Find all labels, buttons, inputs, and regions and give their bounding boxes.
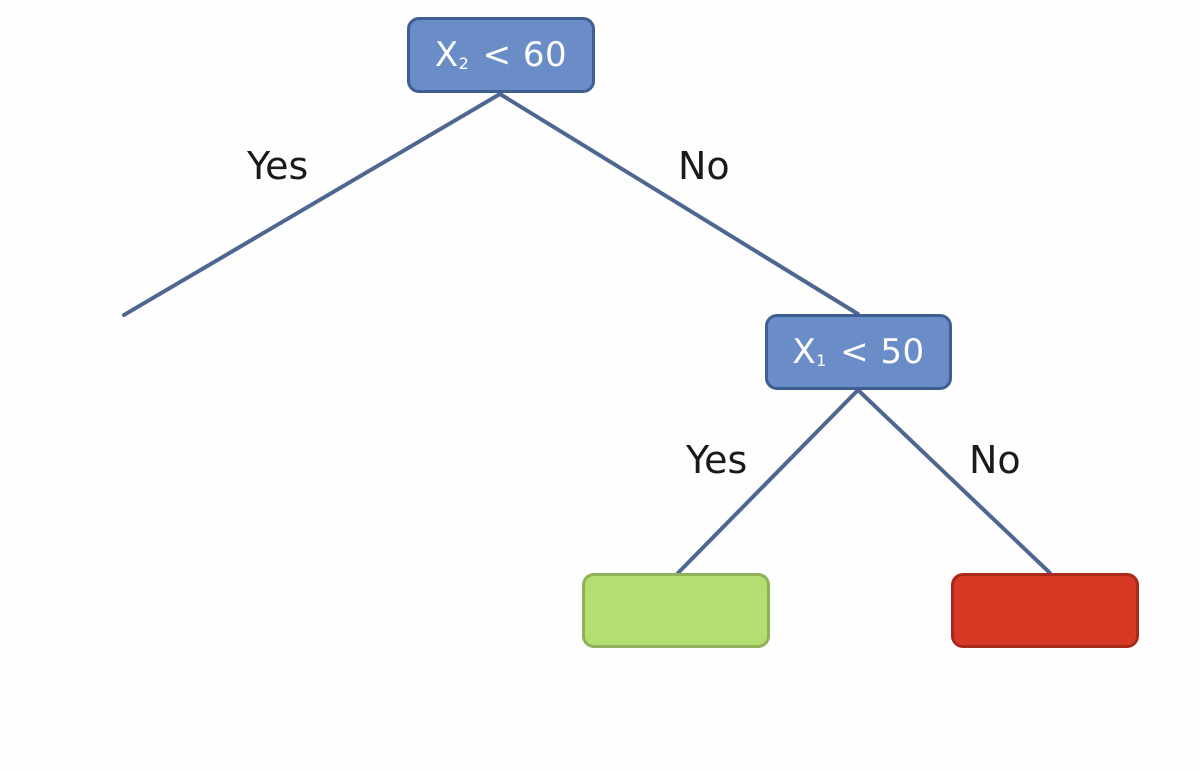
x1-no-label: No	[969, 438, 1021, 482]
root-no-label: No	[678, 144, 730, 188]
edge-root-no	[498, 92, 860, 316]
x1-condition: < 50	[840, 332, 925, 372]
x1-yes-label: Yes	[686, 438, 748, 482]
edge-x1-yes	[676, 388, 860, 575]
leaf-yes-green	[582, 573, 770, 648]
root-var: X	[434, 35, 459, 75]
root-var-subscript: 2	[458, 53, 470, 73]
root-condition: < 60	[482, 35, 568, 75]
root-yes-label: Yes	[247, 144, 309, 188]
edge-root-yes	[122, 92, 502, 317]
x1-var-subscript: 1	[816, 350, 827, 370]
leaf-no-red	[951, 573, 1139, 648]
x1-var: X	[792, 332, 817, 372]
edge-x1-no	[856, 388, 1052, 575]
